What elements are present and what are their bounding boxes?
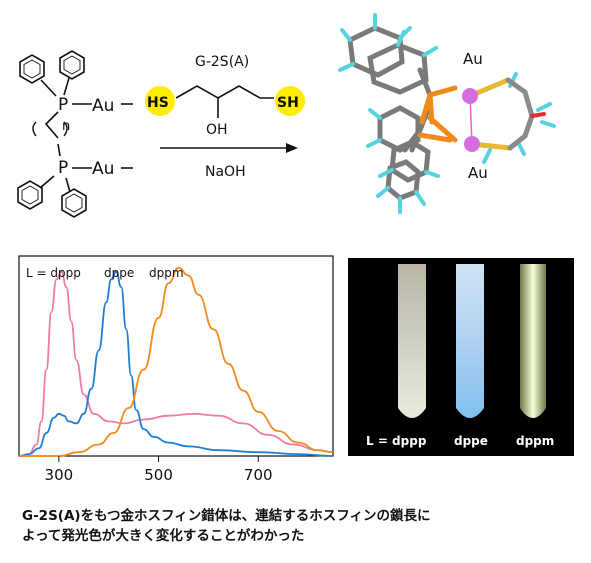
base-label: NaOH: [205, 164, 246, 180]
tube-dppe: [456, 264, 484, 418]
tube-dppm: [520, 264, 546, 418]
series-layer: [18, 266, 334, 457]
reaction-arrow-head: [286, 143, 298, 153]
gold-atom-bottom-label: Au: [468, 164, 488, 182]
tube-label-dppe: dppe: [454, 434, 488, 448]
thiol-highlight-left: [145, 86, 175, 116]
ligand-skeleton: [17, 50, 133, 218]
gold-top-label: Au: [92, 96, 114, 116]
phenyl-ring-3: [17, 180, 43, 210]
tube-label-dppm: dppm: [516, 434, 555, 448]
thiol-highlight-right: [275, 86, 305, 116]
phenyl-ring-4: [61, 188, 87, 218]
phosphorus-top-label: P: [58, 95, 68, 115]
hydroxyl-label: OH: [206, 122, 228, 138]
thiol-right-label: SH: [277, 95, 299, 111]
phosphorus-bottom-label: P: [58, 158, 68, 178]
caption-line-2: よって発光色が大きく変化することがわかった: [22, 528, 305, 544]
gold-atom-top-label: Au: [463, 50, 483, 68]
chain-length-n: n: [62, 119, 70, 134]
x-axis: 300 500 700: [45, 456, 273, 484]
phenyl-stick-models: [338, 13, 556, 214]
phenyl-ring-1: [19, 54, 45, 84]
luminescence-photo: L = dppp dppe dppm: [348, 258, 574, 456]
figure-caption: G-2S(A)をもつ金ホスフィン錯体は、連結するホスフィンの鎖長に よって発光色…: [22, 506, 582, 546]
thiol-left-label: HS: [147, 95, 169, 111]
caption-line-1: G-2S(A)をもつ金ホスフィン錯体は、連結するホスフィンの鎖長に: [22, 508, 431, 524]
legend-dppm: dppm: [149, 266, 184, 280]
emission-spectrum-chart: 300 500 700 L = dppp dppe dppm: [18, 255, 334, 484]
reagent-backbone: [175, 85, 274, 99]
gold-bottom-label: Au: [92, 159, 114, 179]
tube-label-dppp: L = dppp: [366, 434, 427, 448]
legend-dppp: L = dppp: [26, 266, 81, 280]
phenyl-ring-2: [59, 50, 85, 80]
reaction-scheme: P Au n P Au G-2S(A) HS SH OH NaOH: [17, 50, 305, 218]
x-tick-label-700: 700: [244, 466, 273, 484]
tube-dppp: [398, 264, 426, 418]
legend-dppe: dppe: [104, 266, 134, 280]
reagent-name: G-2S(A): [195, 54, 249, 70]
x-tick-label-300: 300: [45, 466, 74, 484]
series-line-dppp: [18, 270, 334, 457]
series-line-dppm: [19, 266, 334, 457]
tube-illustration: [398, 264, 546, 418]
series-line-dppe: [18, 270, 334, 457]
x-tick-label-500: 500: [144, 466, 173, 484]
crystal-structure-model: Au Au: [338, 13, 556, 214]
